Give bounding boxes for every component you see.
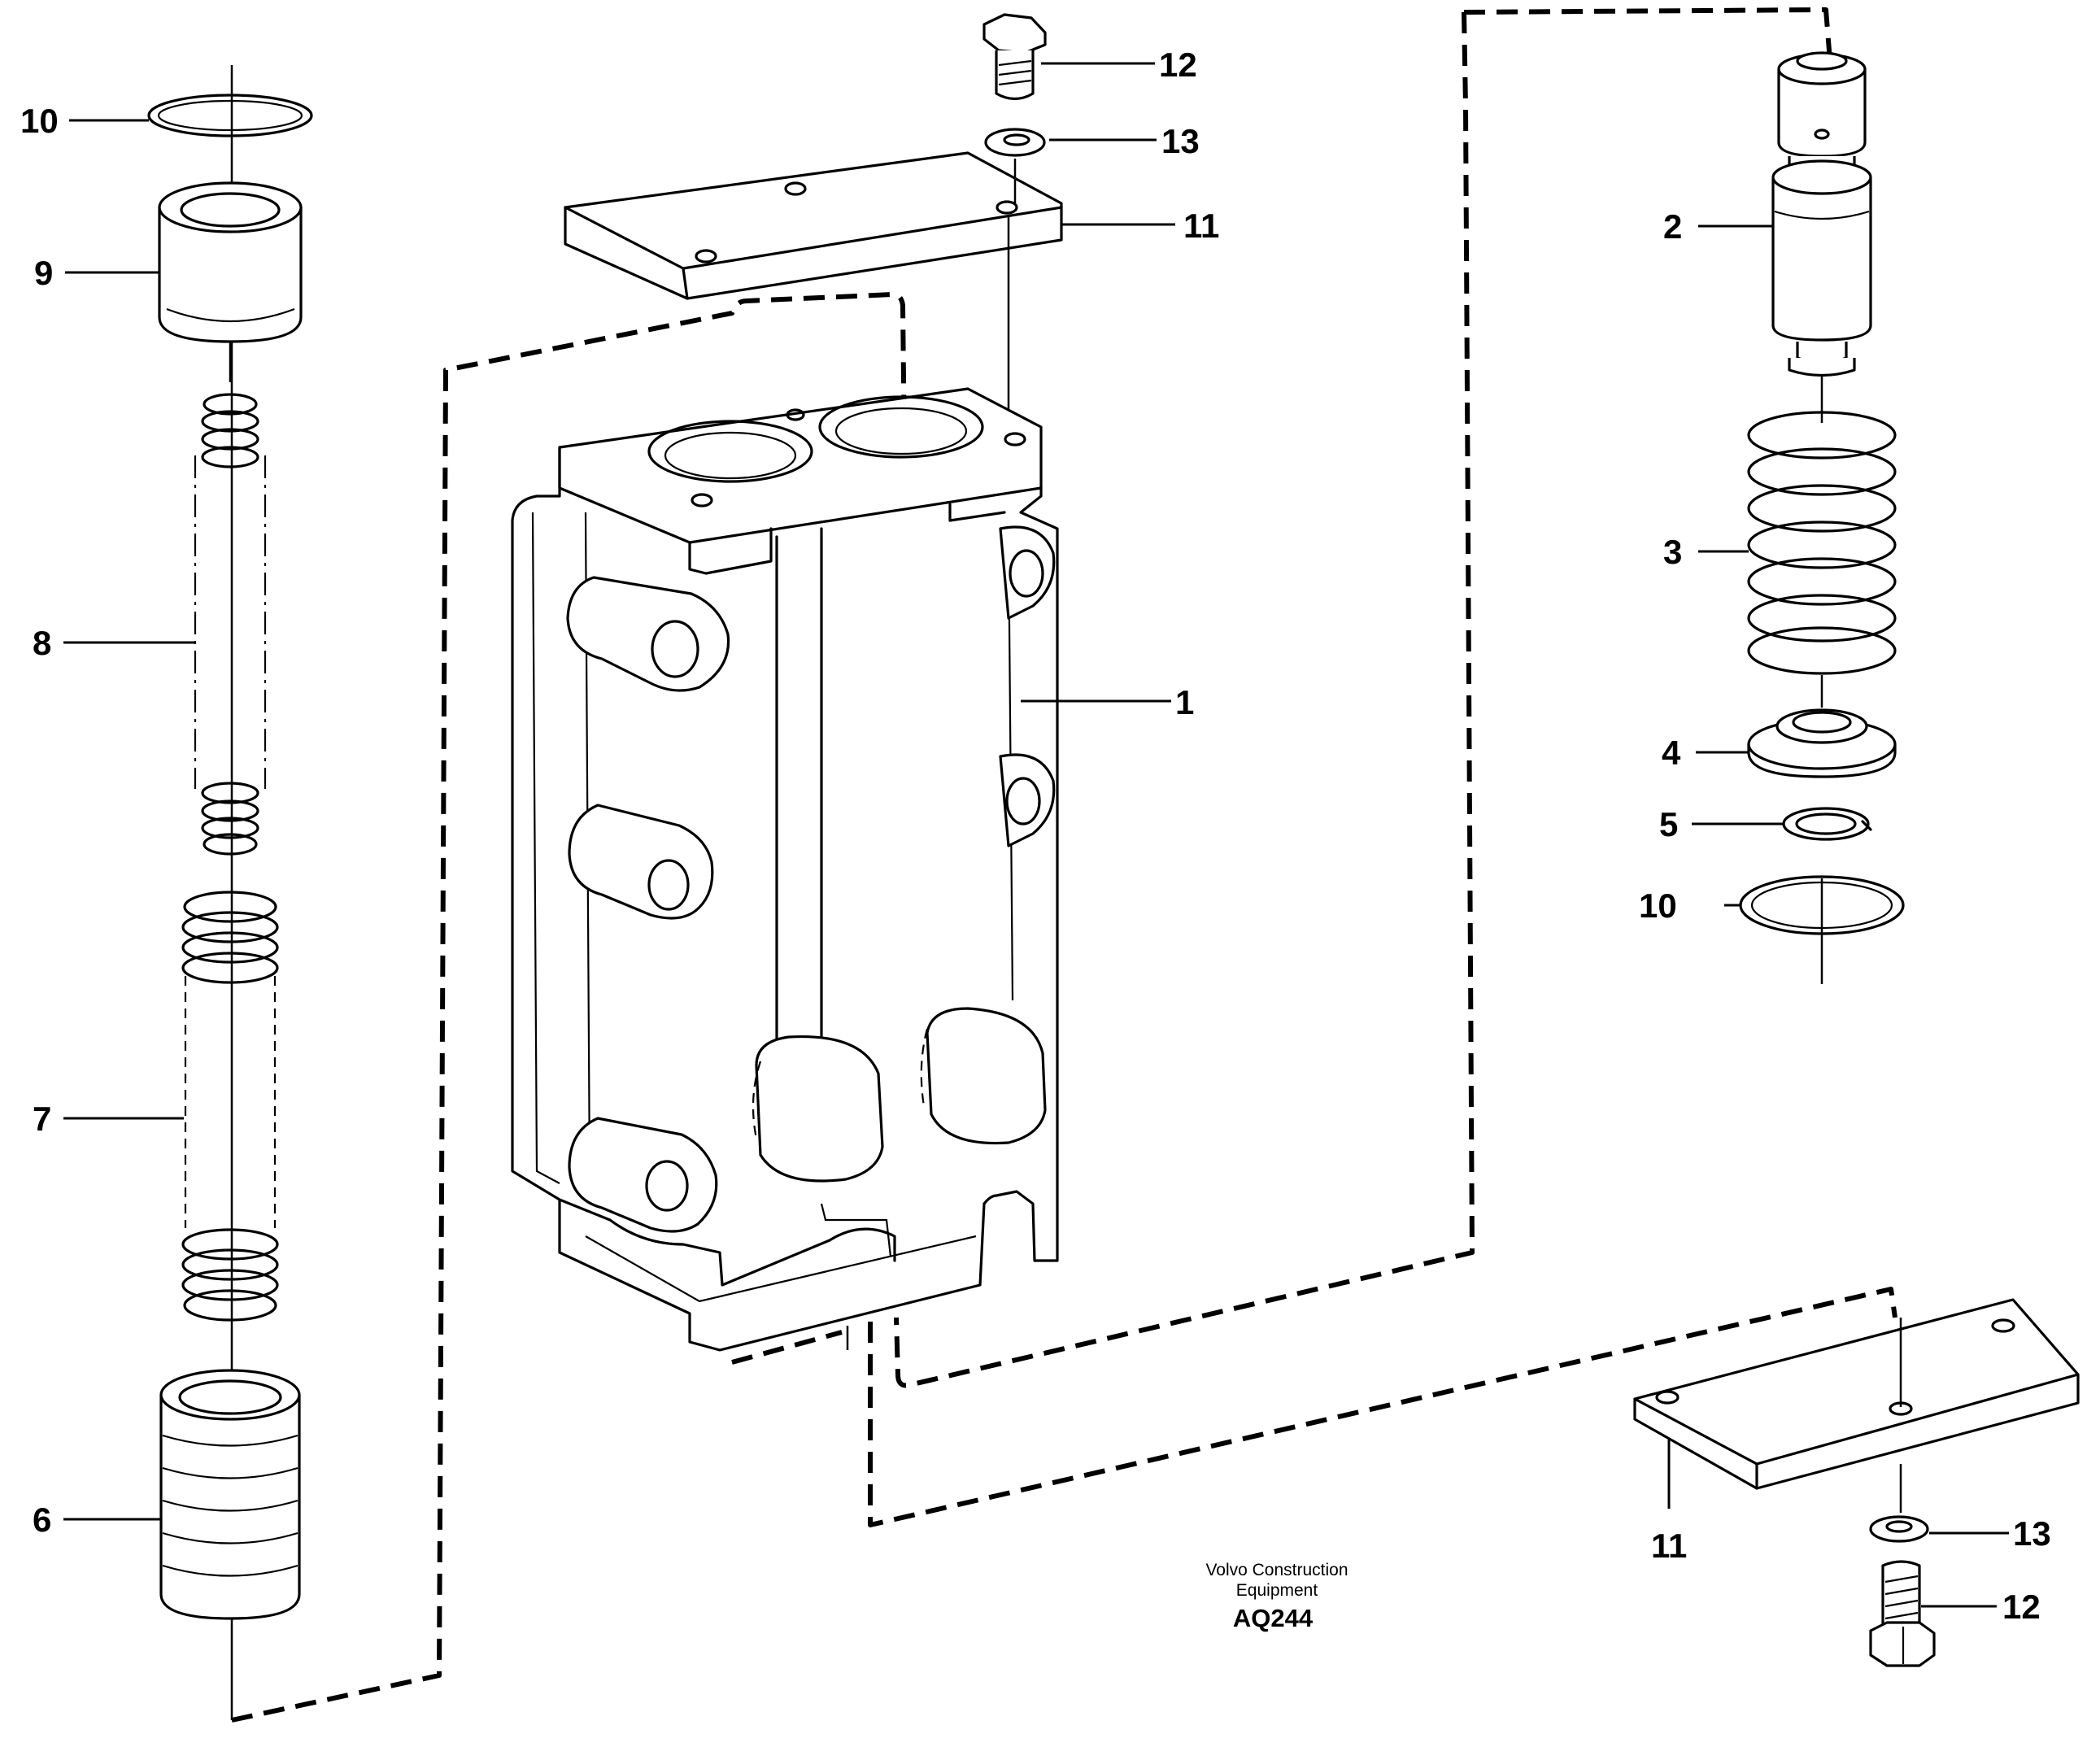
callout-5: 5 [1659,805,1678,843]
callout-10-left: 10 [20,102,59,140]
diagram-caption: Volvo Construction Equipment AQ244 [1205,1561,1348,1632]
assembly-dashed-lines [231,7,1897,1723]
o-ring-part-10 [147,94,313,137]
bushing-part-9 [158,181,303,382]
leader-lines [63,62,2009,1608]
snap-ring-part-5 [1782,807,1872,841]
callout-labels: 1 2 3 4 5 6 7 8 9 10 10 11 11 12 12 13 1… [20,46,2051,1626]
callout-11-top: 11 [1183,207,1219,245]
callout-11-bottom: 11 [1651,1527,1687,1565]
callout-1: 1 [1175,683,1194,721]
valve-body-part-1 [511,387,1059,1352]
callout-12-bottom: 12 [2002,1588,2041,1626]
bolt-top-part-12 [982,13,1047,101]
inner-spring-part-8 [194,393,267,856]
washer-bottom-part-13 [1869,1515,1929,1543]
callout-9: 9 [34,254,53,292]
cover-plate-top-part-11 [564,151,1063,300]
outer-spring-part-7 [181,891,279,1322]
caption-company-line2: Equipment [1236,1581,1318,1600]
callout-4: 4 [1662,734,1681,772]
callout-8: 8 [33,624,51,662]
callout-2: 2 [1663,207,1682,246]
cover-plate-bottom-part-11 [1633,1298,2080,1513]
callout-13-top: 13 [1161,122,1200,160]
washer-top-part-13 [984,128,1046,439]
large-spring-part-3 [1747,411,1897,675]
caption-company-line1: Volvo Construction [1205,1561,1348,1579]
spring-seat-part-4 [1747,708,1897,778]
valve-spool-part-2 [1771,51,1872,377]
callout-12-top: 12 [1159,46,1197,84]
callout-13-bottom: 13 [2013,1514,2051,1553]
callout-7: 7 [33,1100,51,1138]
bolt-bottom-part-12 [1869,1560,1936,1667]
caption-drawing-code: AQ244 [1233,1604,1314,1632]
callout-3: 3 [1663,533,1682,571]
callout-6: 6 [33,1501,51,1539]
callout-10-right: 10 [1639,887,1677,925]
threaded-sleeve-part-6 [159,1369,301,1620]
